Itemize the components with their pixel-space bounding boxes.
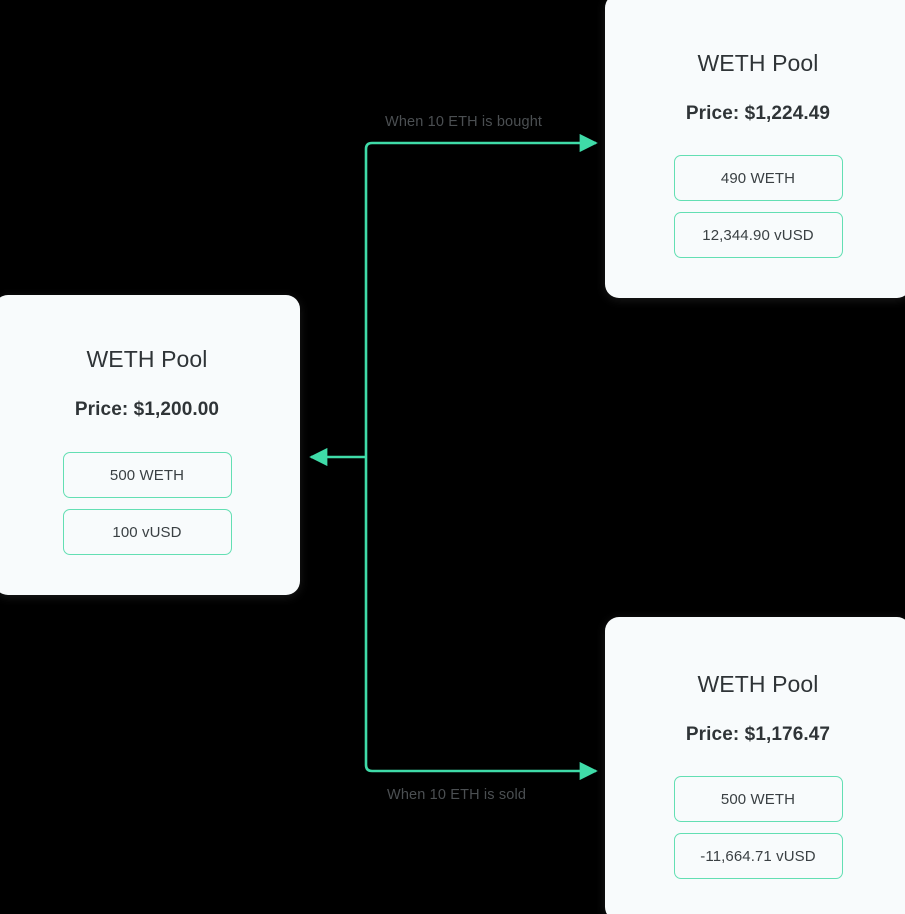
- pool-card-after-buy-price: Price: $1,224.49: [685, 103, 831, 124]
- pool-card-after-sell-price: Price: $1,176.47: [685, 724, 831, 745]
- pool-card-initial-title: WETH Pool: [86, 346, 208, 372]
- pool-card-initial: WETH Pool Price: $1,200.00 500 WETH 100 …: [0, 295, 300, 595]
- pool-card-after-sell-token-weth: 500 WETH: [673, 776, 843, 822]
- edge-label-buy: When 10 ETH is bought: [385, 114, 543, 130]
- pool-card-after-buy: WETH Pool Price: $1,224.49 490 WETH 12,3…: [605, 0, 905, 298]
- pool-card-after-buy-title: WETH Pool: [697, 50, 819, 76]
- pool-card-after-buy-token-vusd: 12,344.90 vUSD: [673, 212, 843, 258]
- connector-trunk: [364, 141, 373, 773]
- pool-card-after-sell: WETH Pool Price: $1,176.47 500 WETH -11,…: [605, 617, 905, 914]
- pool-card-after-sell-token-vusd: -11,664.71 vUSD: [673, 833, 843, 879]
- pool-card-after-buy-token-weth: 490 WETH: [673, 155, 843, 201]
- pool-card-initial-token-weth: 500 WETH: [62, 452, 232, 498]
- pool-card-initial-price: Price: $1,200.00: [74, 399, 220, 420]
- pool-card-after-sell-title: WETH Pool: [697, 671, 819, 697]
- edge-label-sell: When 10 ETH is sold: [387, 787, 527, 803]
- pool-card-initial-token-vusd: 100 vUSD: [62, 509, 232, 555]
